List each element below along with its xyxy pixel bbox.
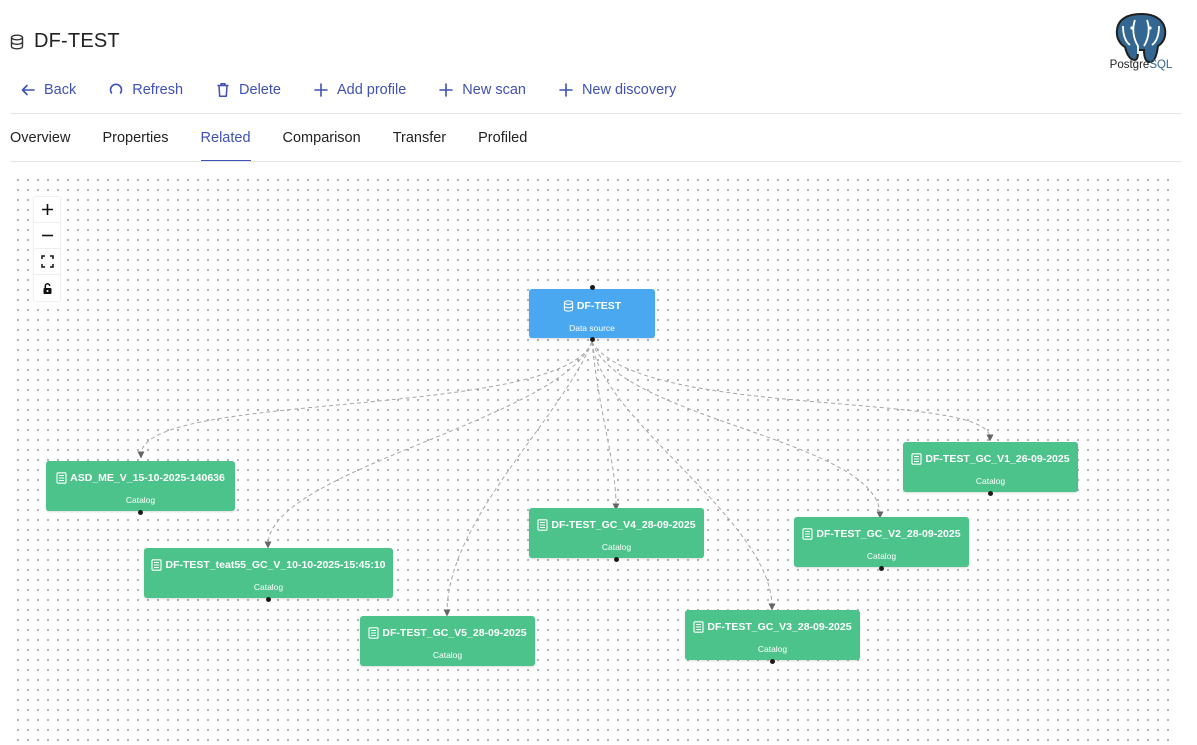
postgresql-logo (1115, 12, 1167, 64)
node-handle[interactable] (590, 337, 595, 342)
toolbar: Back Refresh Delete Add profile New scan… (20, 78, 708, 102)
zoom-out-button[interactable] (34, 223, 60, 249)
node-handle[interactable] (614, 557, 619, 562)
zoom-in-button[interactable] (34, 197, 60, 223)
tabs-divider (10, 161, 1181, 162)
fit-view-button[interactable] (34, 249, 60, 275)
node-handle[interactable] (138, 510, 143, 515)
node-handle[interactable] (879, 566, 884, 571)
catalog-icon (911, 453, 922, 465)
back-button[interactable]: Back (20, 82, 76, 98)
node-title: DF-TEST_GC_V4_28-09-2025 (551, 519, 696, 531)
page-header: DF-TEST (10, 30, 120, 53)
node-subtitle: Catalog (757, 644, 788, 654)
graph-node-catalog[interactable]: DF-TEST_GC_V3_28-09-2025 Catalog (685, 610, 860, 664)
catalog-icon (537, 519, 548, 531)
node-title: DF-TEST_teat55_GC_V_10-10-2025-15:45:10 (165, 559, 386, 571)
node-title: DF-TEST (576, 300, 622, 312)
postgresql-logo-text: PostgreSQL (1109, 59, 1173, 71)
graph-node-catalog[interactable]: DF-TEST_GC_V5_28-09-2025 Catalog (360, 616, 535, 666)
database-icon (563, 300, 573, 312)
node-handle[interactable] (988, 491, 993, 496)
catalog-icon (368, 627, 379, 639)
node-subtitle: Catalog (975, 476, 1006, 486)
tab-overview[interactable]: Overview (10, 130, 71, 146)
database-icon (10, 34, 24, 50)
node-handle[interactable] (590, 285, 595, 290)
tab-comparison[interactable]: Comparison (282, 130, 361, 146)
catalog-icon (802, 528, 813, 540)
node-subtitle: Catalog (125, 495, 156, 505)
graph-node-source[interactable]: DF-TEST Data source (529, 285, 655, 342)
plus-icon (41, 204, 53, 215)
lock-button[interactable] (34, 275, 60, 301)
plus-icon (439, 83, 454, 97)
node-subtitle: Catalog (432, 650, 463, 660)
tab-transfer[interactable]: Transfer (392, 130, 447, 146)
catalog-icon (151, 559, 163, 571)
node-handle[interactable] (770, 659, 775, 664)
node-subtitle: Data source (569, 323, 615, 333)
page-title: DF-TEST (34, 30, 120, 52)
node-handle[interactable] (266, 597, 271, 602)
node-title: DF-TEST_GC_V3_28-09-2025 (707, 621, 852, 633)
node-title: ASD_ME_V_15-10-2025-140636 (70, 472, 225, 484)
node-title: DF-TEST_GC_V2_28-09-2025 (816, 528, 961, 540)
plus-icon (314, 83, 328, 97)
trash-icon (217, 83, 229, 97)
refresh-button[interactable]: Refresh (108, 82, 183, 98)
refresh-icon (109, 83, 123, 94)
node-title: DF-TEST_GC_V1_26-09-2025 (925, 453, 1070, 465)
arrow-left-icon (21, 84, 35, 96)
node-subtitle: Catalog (253, 582, 284, 592)
new-scan-button[interactable]: New scan (438, 82, 526, 98)
tab-bar: Overview Properties Related Comparison T… (10, 130, 559, 162)
catalog-icon (693, 621, 704, 633)
new-discovery-button[interactable]: New discovery (558, 82, 676, 98)
catalog-icon (56, 472, 67, 484)
zoom-controls (34, 197, 60, 301)
graph-node-catalog[interactable]: ASD_ME_V_15-10-2025-140636 Catalog (46, 461, 235, 515)
graph-node-catalog[interactable]: DF-TEST_GC_V4_28-09-2025 Catalog (529, 508, 704, 562)
node-subtitle: Catalog (601, 542, 632, 552)
tab-related[interactable]: Related (200, 130, 251, 162)
toolbar-divider (10, 113, 1181, 114)
graph-node-catalog[interactable]: DF-TEST_GC_V1_26-09-2025 Catalog (903, 442, 1078, 496)
tab-profiled[interactable]: Profiled (478, 130, 528, 146)
node-title: DF-TEST_GC_V5_28-09-2025 (382, 627, 527, 639)
minus-icon (41, 234, 53, 237)
node-subtitle: Catalog (866, 551, 897, 561)
tab-properties[interactable]: Properties (102, 130, 169, 146)
fit-view-icon (40, 255, 54, 268)
add-profile-button[interactable]: Add profile (313, 82, 406, 98)
graph-node-catalog[interactable]: DF-TEST_GC_V2_28-09-2025 Catalog (794, 517, 969, 571)
plus-icon (559, 83, 573, 97)
lock-icon (43, 282, 51, 294)
delete-button[interactable]: Delete (215, 82, 281, 98)
graph-node-catalog[interactable]: DF-TEST_teat55_GC_V_10-10-2025-15:45:10 … (144, 548, 393, 602)
